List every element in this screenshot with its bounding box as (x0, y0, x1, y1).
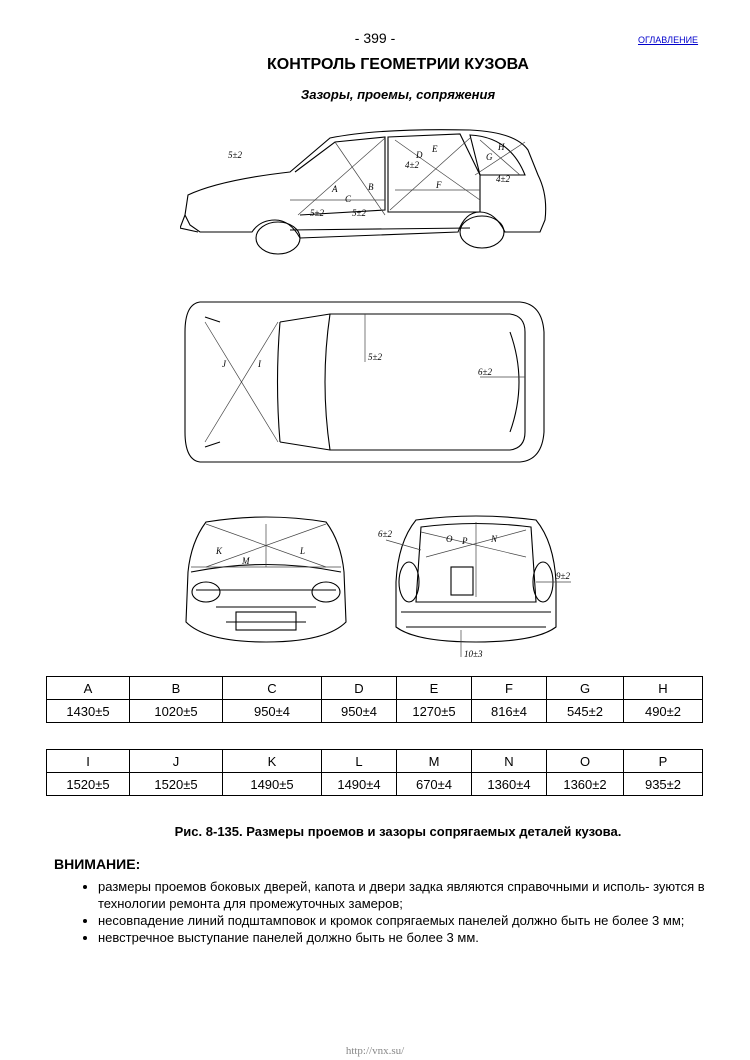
table-header-cell: M (396, 749, 472, 773)
table-header-cell: E (396, 676, 472, 700)
table-cell: 1360±2 (546, 772, 624, 796)
table-header-cell: F (471, 676, 547, 700)
rear-view-drawing: 6±2 9±2 10±3 O P N (378, 515, 571, 659)
gap-label-rear-bottom: 10±3 (464, 649, 483, 659)
table-cell: 490±2 (623, 699, 703, 723)
table-cell: 816±4 (471, 699, 547, 723)
table-cell: 950±4 (222, 699, 322, 723)
dimensions-table-1: A B C D E F G H 1430±5 1020±5 950±4 950±… (46, 676, 703, 723)
dim-label-n: N (490, 534, 498, 544)
top-view-drawing: J I 5±2 6±2 (184, 301, 545, 463)
list-item: невстречное выступание панелей должно бы… (98, 929, 728, 946)
table-cell: 935±2 (623, 772, 703, 796)
page-subtitle: Зазоры, проемы, сопряжения (300, 87, 496, 102)
table-cell: 670±4 (396, 772, 472, 796)
dim-label-c: C (345, 194, 352, 204)
table-cell: 545±2 (546, 699, 624, 723)
page-number: - 399 - (354, 30, 396, 46)
table-row: 1520±5 1520±5 1490±5 1490±4 670±4 1360±4… (46, 772, 703, 796)
table-header-cell: H (623, 676, 703, 700)
list-item: размеры проемов боковых дверей, капота и… (98, 878, 728, 912)
table-header-cell: P (623, 749, 703, 773)
dim-label-m: M (241, 556, 250, 566)
table-header-row: I J K L M N O P (46, 749, 703, 773)
gap-label-sill2: 5±2 (352, 208, 366, 218)
dim-label-l: L (299, 546, 305, 556)
gap-label-roof: 5±2 (368, 352, 382, 362)
dim-label-k: K (215, 546, 223, 556)
table-header-cell: J (129, 749, 223, 773)
table-cell: 950±4 (321, 699, 397, 723)
table-header-cell: K (222, 749, 322, 773)
gap-label-rear-left: 6±2 (378, 529, 392, 539)
table-header-cell: I (46, 749, 130, 773)
dim-label-g: G (486, 152, 493, 162)
table-cell: 1490±4 (321, 772, 397, 796)
footer-url: http://vnx.su/ (345, 1045, 405, 1057)
gap-label-rear: 4±2 (496, 174, 510, 184)
gap-label-mid: 4±2 (405, 160, 419, 170)
dimensions-table-2: I J K L M N O P 1520±5 1520±5 1490±5 149… (46, 749, 703, 796)
gap-label-rear-right: 9±2 (556, 571, 570, 581)
front-view-drawing: K L M (185, 516, 347, 643)
dim-label-b: B (368, 182, 374, 192)
table-cell: 1520±5 (46, 772, 130, 796)
table-header-cell: C (222, 676, 322, 700)
warning-list: размеры проемов боковых дверей, капота и… (70, 878, 728, 946)
table-cell: 1490±5 (222, 772, 322, 796)
table-header-row: A B C D E F G H (46, 676, 703, 700)
table-header-cell: L (321, 749, 397, 773)
table-row: 1430±5 1020±5 950±4 950±4 1270±5 816±4 5… (46, 699, 703, 723)
table-cell: 1020±5 (129, 699, 223, 723)
gap-label-sill1: 5±2 (310, 208, 324, 218)
table-header-cell: G (546, 676, 624, 700)
dim-label-h: H (497, 142, 505, 152)
dim-label-d: D (415, 150, 423, 160)
dim-label-o: O (446, 534, 453, 544)
gap-label-top-rear: 6±2 (478, 367, 492, 377)
table-cell: 1430±5 (46, 699, 130, 723)
gap-label-front: 5±2 (228, 150, 242, 160)
dim-label-i: I (257, 359, 262, 369)
list-item: несовпадение линий подштамповок и кромок… (98, 912, 728, 929)
figure-caption: Рис. 8-135. Размеры проемов и зазоры соп… (174, 824, 622, 839)
dim-label-j: J (222, 359, 227, 369)
table-cell: 1520±5 (129, 772, 223, 796)
toc-link[interactable]: ОГЛАВЛЕНИЕ (638, 35, 699, 45)
dim-label-a: A (331, 184, 338, 194)
dim-label-p: P (461, 536, 468, 546)
warning-title: ВНИМАНИЕ: (54, 856, 141, 872)
table-header-cell: B (129, 676, 223, 700)
dim-label-f: F (435, 180, 442, 190)
table-header-cell: N (471, 749, 547, 773)
table-cell: 1270±5 (396, 699, 472, 723)
side-view-drawing: 5±2 4±2 4±2 5±2 5±2 A B C D E F G H (180, 129, 547, 255)
table-header-cell: D (321, 676, 397, 700)
table-cell: 1360±4 (471, 772, 547, 796)
page-title: КОНТРОЛЬ ГЕОМЕТРИИ КУЗОВА (267, 56, 529, 73)
table-header-cell: O (546, 749, 624, 773)
dim-label-e: E (431, 144, 438, 154)
table-header-cell: A (46, 676, 130, 700)
